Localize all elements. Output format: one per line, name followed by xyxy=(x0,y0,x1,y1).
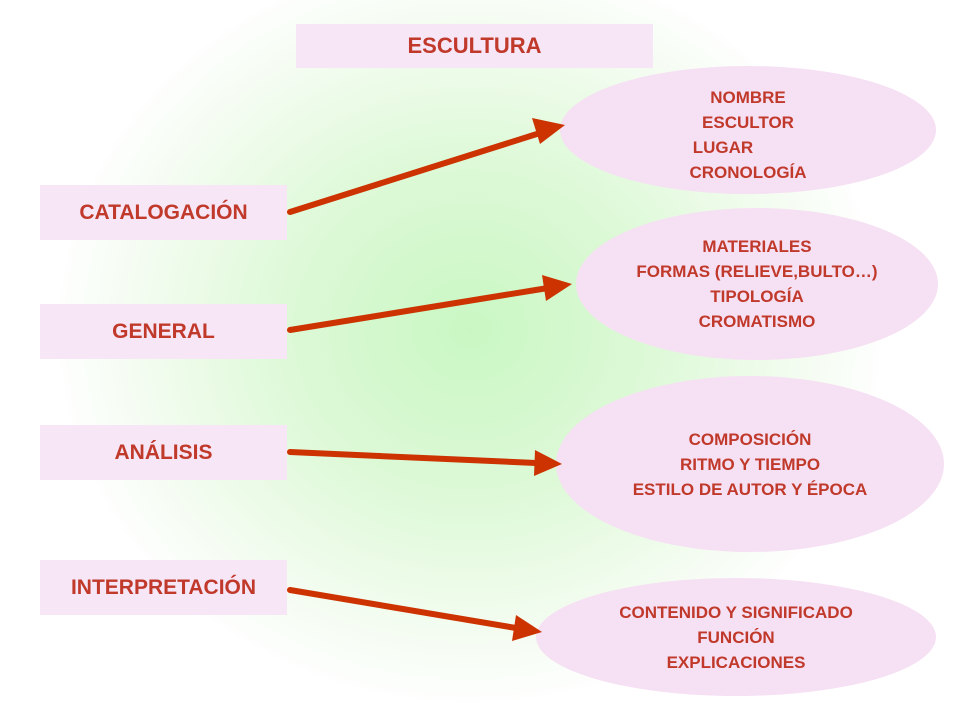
detail-item: COMPOSICIÓN xyxy=(688,429,812,449)
arrowhead-interpretacion xyxy=(512,615,542,641)
detail-item: TIPOLOGÍA xyxy=(710,287,804,306)
detail-item: CRONOLOGÍA xyxy=(689,163,807,182)
arrow-catalogacion xyxy=(287,130,543,215)
detail-ellipse-interpretacion: CONTENIDO Y SIGNIFICADO FUNCIÓN EXPLICAC… xyxy=(536,578,936,696)
category-box-analisis: ANÁLISIS xyxy=(40,425,287,480)
detail-item: CROMATISMO xyxy=(698,312,816,331)
diagram-title: ESCULTURA xyxy=(296,24,653,68)
detail-item: FUNCIÓN xyxy=(697,627,775,647)
detail-item: EXPLICACIONES xyxy=(666,652,806,672)
detail-item: FORMAS (RELIEVE,BULTO…) xyxy=(636,262,878,281)
arrow-analisis xyxy=(287,449,539,466)
category-box-interpretacion: INTERPRETACIÓN xyxy=(40,560,287,615)
category-box-catalogacion: CATALOGACIÓN xyxy=(40,185,287,240)
detail-item: ESTILO DE AUTOR Y ÉPOCA xyxy=(632,479,868,499)
detail-item: RITMO Y TIEMPO xyxy=(679,454,821,474)
detail-item: CONTENIDO Y SIGNIFICADO xyxy=(619,602,853,622)
detail-ellipse-general: MATERIALES FORMAS (RELIEVE,BULTO…) TIPOL… xyxy=(576,208,938,360)
arrow-general xyxy=(287,285,551,333)
arrow-interpretacion xyxy=(287,587,519,631)
arrowhead-catalogacion xyxy=(532,118,565,144)
detail-item: NOMBRE xyxy=(710,88,786,107)
category-box-general: GENERAL xyxy=(40,304,287,359)
detail-item: MATERIALES xyxy=(702,237,812,256)
detail-item: ESCULTOR xyxy=(702,113,794,132)
arrowhead-analisis xyxy=(534,450,562,476)
arrowhead-general xyxy=(542,275,572,301)
detail-ellipse-catalogacion: NOMBRE ESCULTOR LUGAR CRONOLOGÍA xyxy=(560,66,936,194)
detail-item: LUGAR xyxy=(692,138,754,157)
detail-ellipse-analisis: COMPOSICIÓN RITMO Y TIEMPO ESTILO DE AUT… xyxy=(556,376,944,552)
